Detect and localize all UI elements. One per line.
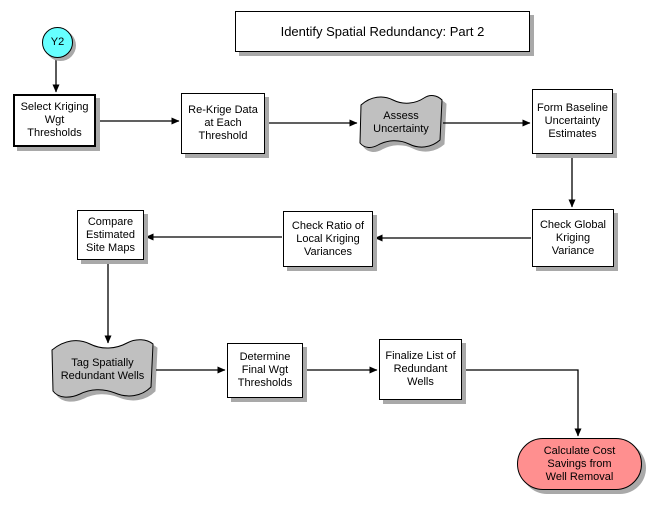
node-assess-uncertainty: Assess Uncertainty [358, 98, 444, 148]
node-tag-spatially-redundant-wells: Tag Spatially Redundant Wells [50, 342, 155, 398]
node-select-kriging-wgt-thresholds: Select Kriging Wgt Thresholds [13, 94, 96, 147]
assess-uncertainty-wave [359, 95, 443, 148]
node-rekrige-data-at-each-threshold: Re-Krige Data at Each Threshold [181, 93, 265, 154]
arrow-finalize-to-calculate [463, 369, 582, 437]
start-node-label: Y2 [50, 36, 65, 48]
node-label: Determine Final Wgt Thresholds [237, 351, 293, 389]
node-finalize-list-of-redundant-wells: Finalize List of Redundant Wells [379, 339, 462, 400]
node-label: Check Global Kriging Variance [539, 218, 607, 257]
diagram-title: Identify Spatial Redundancy: Part 2 [280, 24, 485, 39]
node-check-global-kriging-variance: Check Global Kriging Variance [532, 209, 614, 267]
start-node-y2: Y2 [42, 27, 73, 58]
diagram-title-box: Identify Spatial Redundancy: Part 2 [235, 11, 530, 52]
node-label: Finalize List of Redundant Wells [385, 350, 456, 388]
node-determine-final-wgt-thresholds: Determine Final Wgt Thresholds [227, 343, 303, 398]
node-label: Assess Uncertainty [373, 110, 429, 135]
node-label: Check Ratio of Local Kriging Variances [291, 219, 365, 258]
tag-wells-wave [51, 339, 154, 398]
node-check-ratio-local-kriging-variances: Check Ratio of Local Kriging Variances [283, 211, 373, 267]
node-label: Tag Spatially Redundant Wells [60, 357, 145, 382]
node-label: Select Kriging Wgt Thresholds [20, 101, 89, 139]
node-label: Calculate Cost Savings from Well Removal [543, 444, 616, 483]
node-label: Re-Krige Data at Each Threshold [188, 104, 258, 142]
node-label: Compare Estimated Site Maps [86, 215, 135, 254]
node-compare-estimated-site-maps: Compare Estimated Site Maps [77, 210, 144, 260]
node-label: Form Baseline Uncertainty Estimates [537, 102, 608, 140]
node-form-baseline-uncertainty-estimates: Form Baseline Uncertainty Estimates [532, 89, 613, 154]
node-calculate-cost-savings-well-removal: Calculate Cost Savings from Well Removal [517, 438, 642, 490]
